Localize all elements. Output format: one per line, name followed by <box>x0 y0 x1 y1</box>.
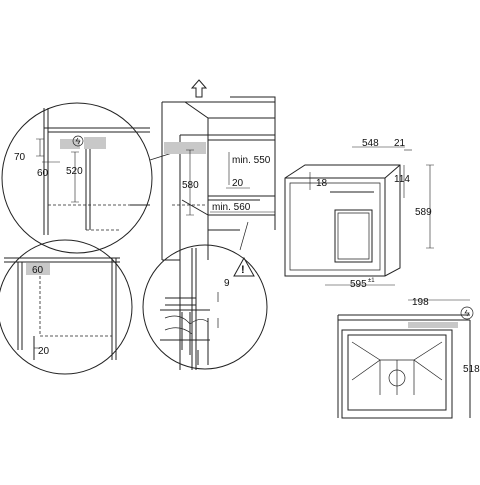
plug-zone-a <box>60 139 80 149</box>
dim-520: 520 <box>66 166 83 177</box>
dim-589: 589 <box>415 207 432 218</box>
plug-icon-right <box>460 306 474 320</box>
dim-114: 114 <box>394 174 410 185</box>
dim-60-left: 60 <box>37 168 49 179</box>
dim-198: 198 <box>412 297 429 308</box>
warning-mark: ! <box>241 264 245 276</box>
dim-20-cabinet: 20 <box>232 178 244 189</box>
detail-circle-bottom: 60 20 <box>0 239 133 375</box>
dim-min-550: min. 550 <box>232 155 271 166</box>
oven-perspective: 548 21 18 114 589 595 ±1 <box>284 138 434 290</box>
dim-20-lower: 20 <box>38 346 50 357</box>
detail-circle-warning: 9 ! <box>142 244 268 370</box>
cabinet-plug-zone <box>164 142 206 154</box>
plug-zone-b <box>84 137 106 149</box>
dim-70: 70 <box>14 152 26 163</box>
dim-60-lower: 60 <box>32 265 44 276</box>
dim-518: 518 <box>463 364 480 375</box>
arrow-up-icon <box>190 79 208 98</box>
plug-icon <box>72 135 84 147</box>
dim-595-tolerance: ±1 <box>368 278 375 284</box>
dim-9: 9 <box>224 278 230 289</box>
dim-18: 18 <box>316 178 328 189</box>
plug-zone-d <box>408 322 458 328</box>
detail-circle-top: 70 60 520 <box>1 102 153 254</box>
plug-zone-c <box>26 263 50 275</box>
oven-topview: 198 518 <box>337 297 480 419</box>
dim-min-560: min. 560 <box>212 202 251 213</box>
dim-548: 548 <box>362 138 379 149</box>
dim-580: 580 <box>182 180 199 191</box>
warning-triangle-icon <box>233 256 255 277</box>
cabinet-tall: 580 min. 550 20 min. 560 <box>161 79 276 261</box>
dim-595: 595 <box>350 279 367 290</box>
leader-bottom <box>239 221 249 251</box>
dim-21: 21 <box>394 138 406 149</box>
